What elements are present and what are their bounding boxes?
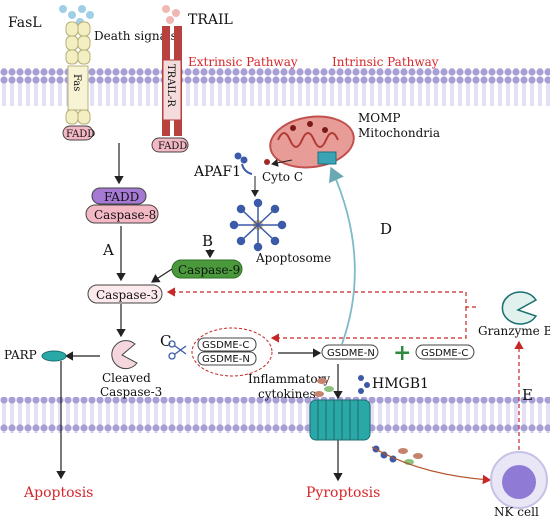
letter-d: D bbox=[380, 220, 392, 238]
letter-a: A bbox=[102, 241, 114, 259]
apaf1-label: APAF1 bbox=[193, 164, 241, 180]
pyroptosis-label: Pyroptosis bbox=[306, 485, 380, 501]
svg-text:GSDME-C: GSDME-C bbox=[202, 340, 249, 351]
apoptosome-label: Apoptosome bbox=[255, 251, 331, 265]
nk-cell-icon bbox=[490, 451, 548, 509]
caspase9-box: Caspase-9 bbox=[171, 259, 243, 279]
svg-text:GSDME-N: GSDME-N bbox=[202, 354, 250, 365]
cleaved-label: Cleaved bbox=[102, 371, 151, 385]
hmgb1-icon bbox=[358, 375, 370, 394]
caspase3-box: Caspase-3 bbox=[87, 284, 163, 304]
cleaved-caspase3-label: Caspase-3 bbox=[100, 385, 162, 399]
fas-label: Fas bbox=[71, 74, 82, 91]
trail-r-label: TRAIL-R bbox=[165, 64, 176, 107]
cleaved-caspase3-icon bbox=[111, 340, 138, 370]
cyto-c-label: Cyto C bbox=[262, 170, 303, 184]
svg-text:FADD: FADD bbox=[66, 129, 95, 140]
hmgb1-label: HMGB1 bbox=[372, 376, 429, 392]
extrinsic-pathway-label: Extrinsic Pathway bbox=[188, 55, 298, 69]
svg-text:GSDME-N: GSDME-N bbox=[327, 348, 375, 359]
svg-text:Caspase-3: Caspase-3 bbox=[96, 288, 158, 302]
gsdme-n-box: GSDME-N bbox=[197, 351, 257, 366]
gsdme-cluster bbox=[191, 327, 273, 377]
top-membrane bbox=[0, 68, 550, 106]
apoptosis-label: Apoptosis bbox=[23, 485, 93, 501]
trail-ligand bbox=[162, 5, 180, 24]
cytokine-dots bbox=[314, 378, 334, 397]
mitochondria-icon bbox=[269, 115, 355, 169]
fadd-trail: FADD bbox=[151, 137, 189, 153]
gsdme-n-product: GSDME-N bbox=[321, 344, 379, 360]
momp-label: MOMP bbox=[358, 111, 401, 125]
death-signals-label: Death signals bbox=[94, 29, 177, 43]
scissors-icon bbox=[168, 340, 187, 360]
molecules-to-nk-arrow bbox=[371, 446, 492, 485]
svg-text:Caspase-9: Caspase-9 bbox=[178, 263, 240, 277]
fasl-label: FasL bbox=[8, 15, 42, 31]
released-molecules bbox=[372, 445, 423, 465]
letter-c: C bbox=[160, 332, 171, 350]
gsdme-pore-icon bbox=[309, 399, 371, 441]
cytokines-label: cytokines bbox=[258, 387, 316, 401]
plus-sign: + bbox=[393, 340, 411, 366]
gsdme-c-box: GSDME-C bbox=[197, 337, 257, 352]
bottom-membrane bbox=[0, 397, 550, 433]
inflammatory-label: Inflammatory bbox=[248, 372, 330, 386]
apoptosome-icon bbox=[229, 198, 287, 252]
fadd-caspase8-complex: FADD Caspase-8 bbox=[85, 187, 159, 224]
trail-label: TRAIL bbox=[188, 12, 233, 28]
intrinsic-pathway-label: Intrinsic Pathway bbox=[332, 55, 439, 69]
parp-label: PARP bbox=[4, 348, 37, 362]
granzyme-b-icon bbox=[501, 291, 538, 325]
caspase8-label: Caspase-8 bbox=[94, 208, 156, 222]
apaf1-icon bbox=[234, 152, 253, 175]
trail-r-receptor bbox=[162, 26, 182, 136]
gsdme-c-product: GSDME-C bbox=[415, 344, 475, 360]
svg-text:GSDME-C: GSDME-C bbox=[421, 348, 468, 359]
gsdme-n-to-mitochondria-arrow bbox=[328, 166, 356, 345]
mitochondria-label: Mitochondria bbox=[358, 126, 440, 140]
nk-cell-label: NK cell bbox=[494, 505, 539, 519]
granzyme-b-label: Granzyme B bbox=[478, 324, 550, 338]
black-arrows bbox=[56, 143, 343, 482]
fas-receptor bbox=[65, 21, 91, 125]
svg-text:FADD: FADD bbox=[158, 141, 187, 152]
red-dashed-arrows bbox=[166, 287, 524, 450]
parp-icon bbox=[41, 350, 67, 362]
cyto-c-icon bbox=[264, 158, 293, 167]
letter-e: E bbox=[522, 386, 533, 404]
letter-b: B bbox=[202, 232, 213, 250]
fadd-fas: FADD bbox=[62, 125, 95, 141]
svg-text:FADD: FADD bbox=[104, 190, 139, 204]
